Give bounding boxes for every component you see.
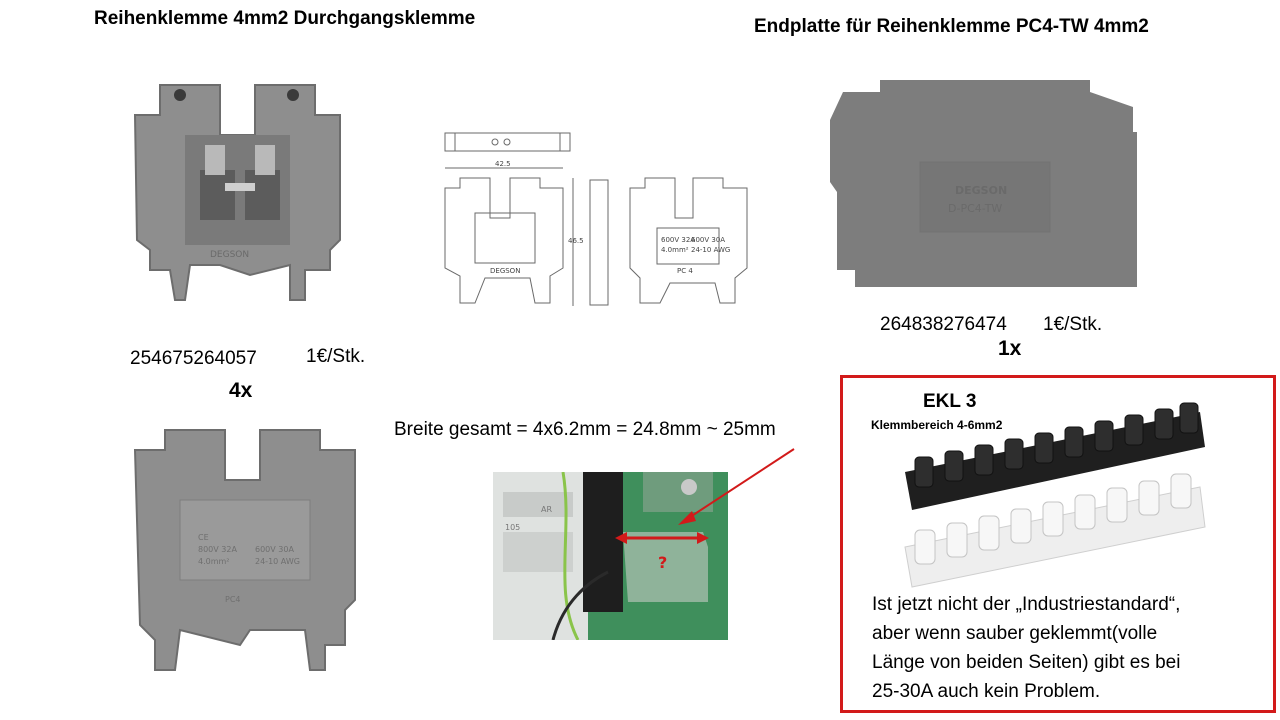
bottom-text-size: 4.0mm²	[198, 557, 230, 566]
ekl-note-line-3: Länge von beiden Seiten) gibt es bei	[872, 652, 1181, 673]
width-formula: Breite gesamt = 4x6.2mm = 24.8mm ~ 25mm	[394, 419, 776, 440]
bottom-text-awg: 24-10 AWG	[255, 557, 300, 566]
drawing-size: 4.0mm²	[661, 246, 689, 254]
ekl-note-line-1: Ist jetzt nicht der „Industriestandard“,	[872, 594, 1181, 615]
terminal-block-image-top: DEGSON	[133, 84, 341, 301]
installation-photo: ? 105 AR	[493, 472, 728, 640]
bottom-text-rating2: 600V 30A	[255, 545, 294, 554]
ekl-subtitle: Klemmbereich 4-6mm2	[871, 418, 1003, 432]
ekl-title: EKL 3	[923, 391, 977, 412]
drawing-dim-width: 42.5	[495, 160, 511, 168]
bottom-text-rating1: 800V 32A	[198, 545, 237, 554]
ekl-note-line-4: 25-30A auch kein Problem.	[872, 681, 1101, 702]
photo-label-105: 105	[505, 523, 520, 532]
left-title: Reihenklemme 4mm2 Durchgangsklemme	[94, 8, 476, 29]
left-price: 1€/Stk.	[306, 346, 366, 367]
drawing-awg: 24-10 AWG	[691, 246, 730, 254]
right-article-number: 264838276474	[880, 314, 1007, 335]
ekl-alternative-box	[840, 375, 1276, 713]
terminal-block-image-bottom: CE 800V 32A 4.0mm² 600V 30A 24-10 AWG PC…	[133, 429, 356, 671]
plate-model: D-PC4-TW	[948, 202, 1002, 215]
bottom-text-ce: CE	[198, 533, 209, 542]
ekl-terminal-strips-image	[904, 402, 1206, 588]
right-quantity: 1x	[998, 337, 1022, 360]
photo-label-ar: AR	[541, 505, 552, 514]
right-title: Endplatte für Reihenklemme PC4-TW 4mm2	[754, 16, 1149, 37]
plate-logo: DEGSON	[955, 184, 1007, 197]
left-article-number: 254675264057	[130, 348, 257, 369]
photo-question-mark: ?	[658, 553, 667, 572]
drawing-logo: DEGSON	[490, 267, 520, 275]
bottom-text-model: PC4	[225, 595, 241, 604]
drawing-model: PC 4	[677, 267, 693, 275]
left-quantity: 4x	[229, 379, 253, 402]
drawing-rating2: 600V 30A	[691, 236, 725, 244]
technical-drawing: 42.5 46.5 DEGSON 600V 32A 4.0mm² 600V 30…	[444, 132, 748, 306]
ekl-note-line-2: aber wenn sauber geklemmt(volle	[872, 623, 1158, 644]
ekl-note: Ist jetzt nicht der „Industriestandard“,…	[872, 590, 1272, 706]
end-plate-image: DEGSON D-PC4-TW	[830, 80, 1137, 287]
right-price: 1€/Stk.	[1043, 314, 1103, 335]
drawing-dim-height: 46.5	[568, 237, 584, 245]
top-image-logo: DEGSON	[210, 250, 249, 260]
pointer-arrow	[678, 448, 795, 525]
drawing-rating1: 600V 32A	[661, 236, 695, 244]
